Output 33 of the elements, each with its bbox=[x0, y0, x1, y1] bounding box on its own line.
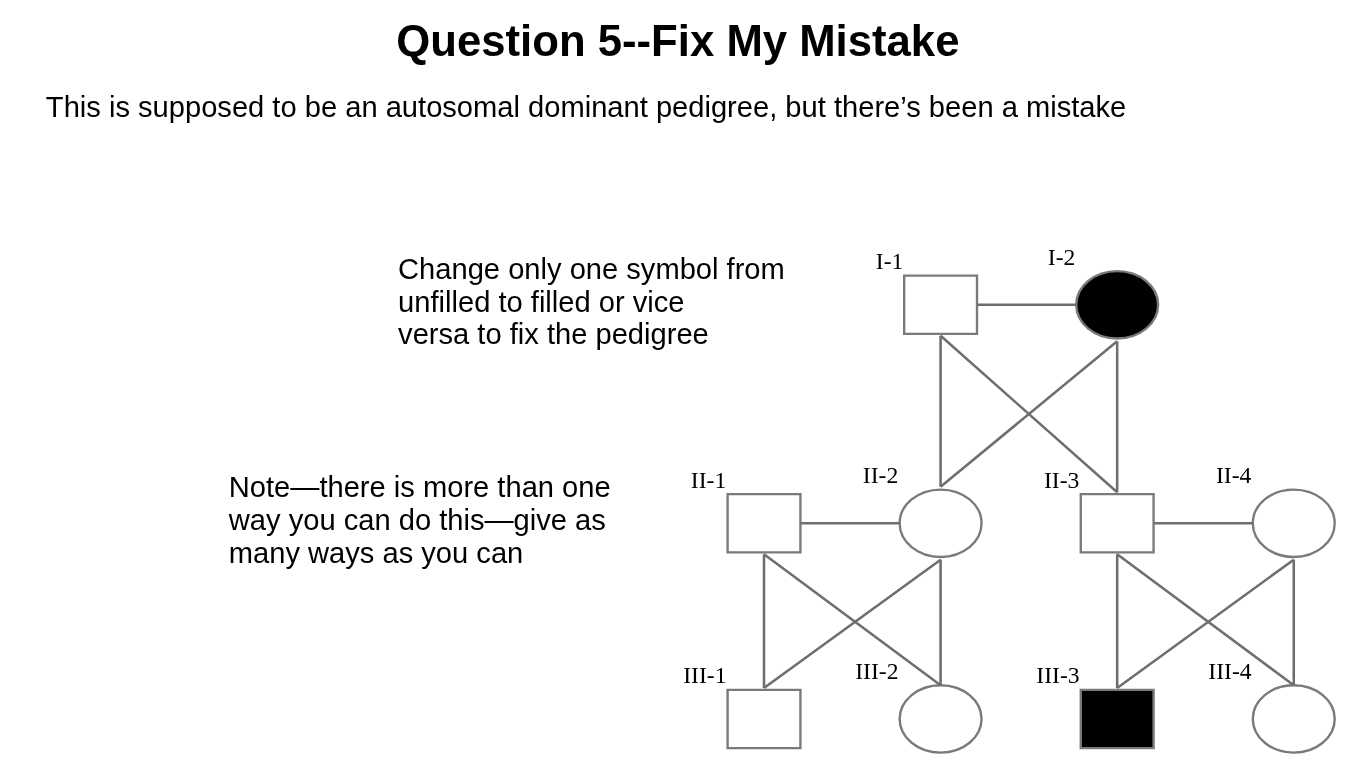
connector bbox=[800, 522, 900, 525]
connector bbox=[1115, 341, 1119, 493]
node-circle bbox=[898, 684, 983, 754]
connector bbox=[762, 554, 766, 688]
diagram-title: Question 5--Fix My Mistake bbox=[396, 15, 960, 65]
node-box bbox=[903, 274, 979, 336]
node-label: I-1 bbox=[875, 248, 904, 275]
node-label: II-2 bbox=[862, 462, 899, 489]
node-label: II-1 bbox=[690, 466, 727, 493]
node-box bbox=[1079, 492, 1155, 554]
connector bbox=[939, 559, 942, 686]
node-label: III-3 bbox=[1036, 662, 1080, 689]
label: This is supposed to be an autosomal dominant pedigree, but there’s been a mistake bbox=[45, 90, 1127, 123]
node-box bbox=[726, 688, 802, 750]
label: Change only one symbol from unfilled to filled or vice versa to fix the pedigree bbox=[398, 252, 785, 351]
node-label: III-1 bbox=[683, 662, 727, 689]
node-label: III-4 bbox=[1208, 657, 1252, 684]
node-label: I-2 bbox=[1047, 243, 1076, 270]
connector bbox=[1115, 554, 1119, 688]
node-circle bbox=[1075, 269, 1160, 340]
node-circle bbox=[1251, 488, 1336, 559]
node-box bbox=[1079, 688, 1155, 750]
connector bbox=[977, 303, 1077, 307]
node-label: II-3 bbox=[1043, 466, 1080, 493]
node-box bbox=[726, 492, 802, 554]
node-circle bbox=[898, 488, 983, 559]
node-label: III-2 bbox=[855, 657, 899, 684]
connector bbox=[939, 335, 942, 487]
connector bbox=[1153, 522, 1253, 525]
node-circle bbox=[1251, 684, 1336, 754]
node-label: II-4 bbox=[1215, 462, 1252, 489]
label: Note—there is more than one way you can do this—give as many ways as you can bbox=[228, 471, 611, 569]
connector bbox=[1292, 559, 1296, 686]
